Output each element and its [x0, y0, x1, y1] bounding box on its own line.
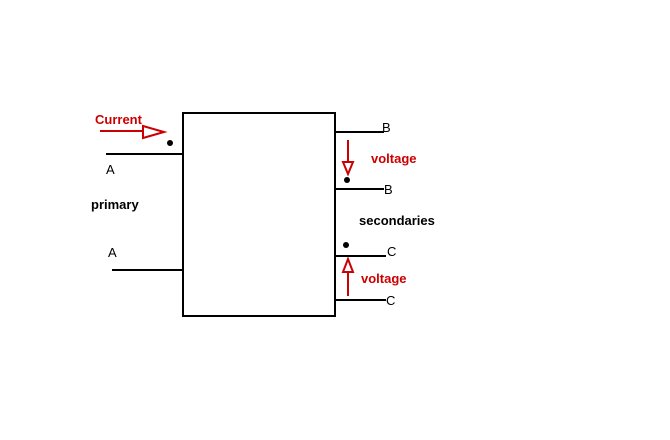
voltage-c-label: voltage [361, 271, 407, 286]
transformer-box [182, 112, 336, 317]
terminal-c-bottom-label: C [386, 293, 395, 308]
voltage-b-label: voltage [371, 151, 417, 166]
primary-label: primary [91, 197, 139, 212]
current-arrow-icon [100, 124, 168, 140]
terminal-b-bottom-label: B [384, 182, 393, 197]
terminal-a-top-label: A [106, 162, 115, 177]
terminal-a-bottom-label: A [108, 245, 117, 260]
polarity-dot-secondary-b [344, 177, 350, 183]
voltage-arrow-down-icon [341, 140, 355, 177]
voltage-arrow-up-icon [341, 256, 355, 296]
terminal-c-top-label: C [387, 244, 396, 259]
terminal-b-top-label: B [382, 120, 391, 135]
current-label: Current [95, 112, 143, 127]
secondaries-label: secondaries [359, 213, 435, 228]
polarity-dot-secondary-c [343, 242, 349, 248]
polarity-dot-primary [167, 140, 173, 146]
